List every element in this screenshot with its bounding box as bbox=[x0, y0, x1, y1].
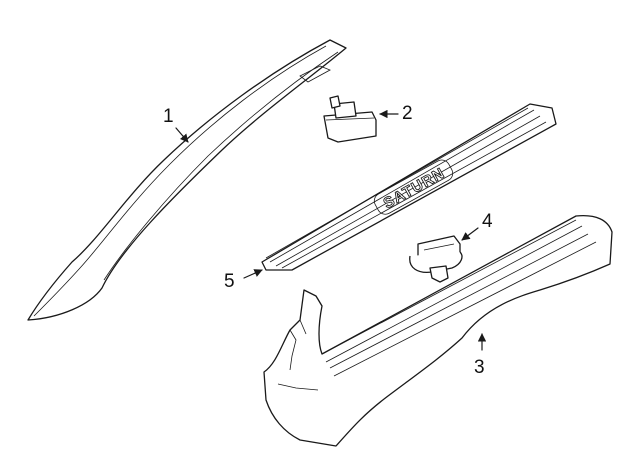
clip bbox=[323, 95, 377, 143]
retainer-clip bbox=[409, 235, 463, 283]
callout-5: 5 bbox=[224, 271, 235, 292]
callout-4: 4 bbox=[482, 211, 493, 232]
leader-4 bbox=[461, 227, 479, 241]
callout-1: 1 bbox=[163, 106, 174, 127]
leader-lines bbox=[175, 109, 487, 351]
callout-2: 2 bbox=[402, 103, 413, 124]
callout-3: 3 bbox=[474, 357, 485, 378]
leader-5 bbox=[243, 269, 263, 279]
leader-1 bbox=[175, 127, 189, 143]
roof-rail-molding bbox=[27, 39, 347, 321]
sill-plate: SATURN bbox=[261, 103, 557, 271]
rocker-panel-molding bbox=[263, 214, 613, 447]
